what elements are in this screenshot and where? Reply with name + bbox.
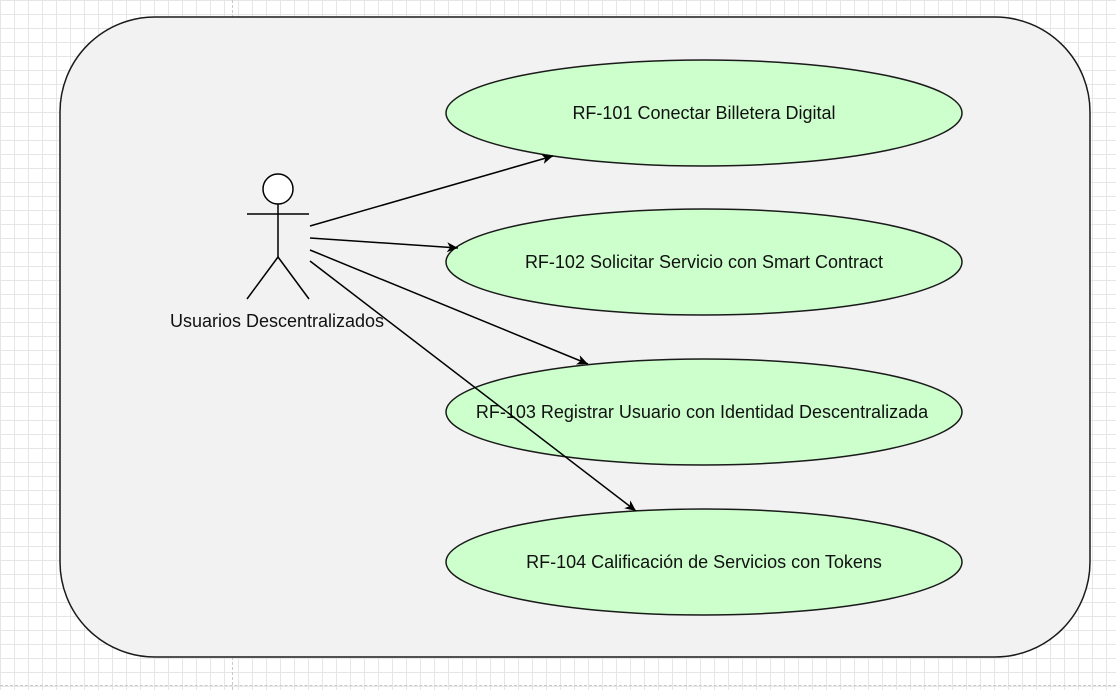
use-case-rf-103[interactable]: RF-103 Registrar Usuario con Identidad D… <box>445 358 963 466</box>
use-case-ellipse[interactable] <box>445 508 963 616</box>
use-case-label: RF-102 Solicitar Servicio con Smart Cont… <box>525 252 883 272</box>
use-case-ellipse[interactable] <box>445 358 963 466</box>
association-arrow-rf-103[interactable] <box>309 249 589 365</box>
use-case-ellipse[interactable] <box>445 208 963 316</box>
use-case-rf-102[interactable]: RF-102 Solicitar Servicio con Smart Cont… <box>445 208 963 316</box>
use-case-rf-104[interactable]: RF-104 Calificación de Servicios con Tok… <box>445 508 963 616</box>
association-arrow-rf-102[interactable] <box>309 237 459 253</box>
system-boundary[interactable] <box>59 16 1091 658</box>
association-arrow-rf-101[interactable] <box>309 154 554 227</box>
use-case-label: RF-101 Conectar Billetera Digital <box>572 103 835 123</box>
actor-usuarios-descentralizados[interactable]: Usuarios Descentralizados <box>170 173 384 331</box>
page-break-horizontal <box>0 685 1116 686</box>
use-case-label: RF-104 Calificación de Servicios con Tok… <box>526 552 882 572</box>
association-arrow-rf-104[interactable] <box>309 260 637 512</box>
use-case-ellipse[interactable] <box>445 59 963 167</box>
actor-label: Usuarios Descentralizados <box>170 311 384 331</box>
actor-stick-figure-icon[interactable] <box>246 173 310 300</box>
use-case-label: RF-103 Registrar Usuario con Identidad D… <box>476 402 929 422</box>
use-case-rf-101[interactable]: RF-101 Conectar Billetera Digital <box>445 59 963 167</box>
